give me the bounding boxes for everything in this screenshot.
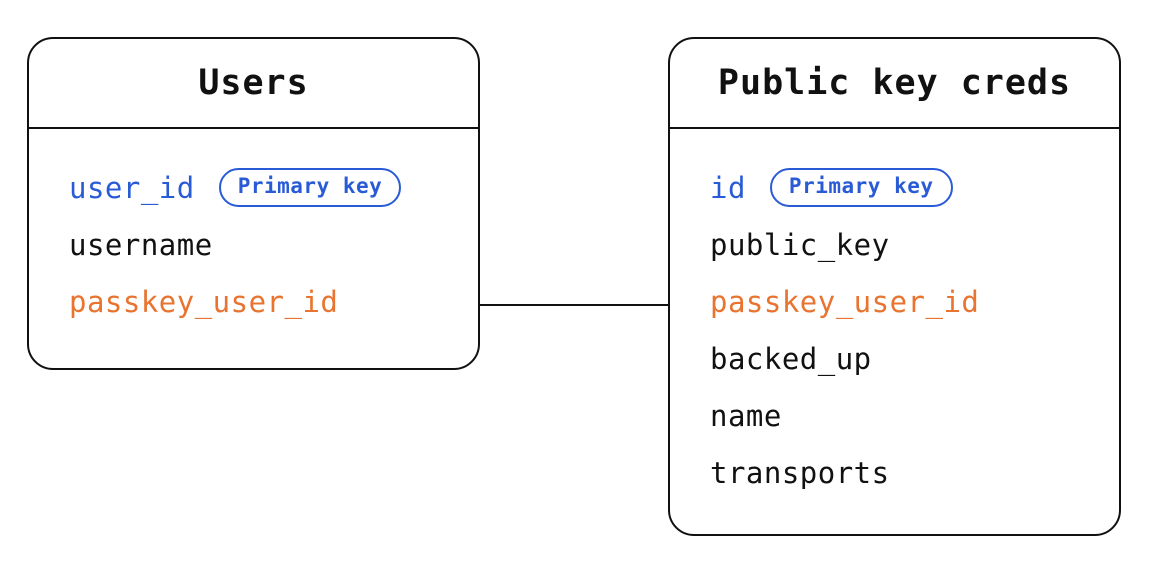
table-body: id Primary key public_key passkey_user_i… — [670, 129, 1119, 501]
field-name: public_key — [710, 227, 890, 262]
table-node-public-key-creds: Public key creds id Primary key public_k… — [668, 37, 1121, 536]
field-row: id Primary key — [670, 159, 1119, 216]
table-body: user_id Primary key username passkey_use… — [29, 129, 478, 330]
field-row: backed_up — [670, 330, 1119, 387]
field-row: passkey_user_id — [29, 273, 478, 330]
field-row: username — [29, 216, 478, 273]
primary-key-badge: Primary key — [769, 167, 953, 208]
field-name: name — [710, 398, 782, 433]
relationship-line — [480, 304, 668, 306]
field-row: passkey_user_id — [670, 273, 1119, 330]
field-name: transports — [710, 455, 890, 490]
field-name: passkey_user_id — [710, 284, 980, 319]
field-name: passkey_user_id — [69, 284, 339, 319]
table-title: Public key creds — [670, 39, 1119, 129]
field-row: public_key — [670, 216, 1119, 273]
field-name: id — [710, 170, 746, 205]
field-row: user_id Primary key — [29, 159, 478, 216]
field-row: name — [670, 387, 1119, 444]
table-node-users: Users user_id Primary key username passk… — [27, 37, 480, 370]
primary-key-badge: Primary key — [218, 167, 402, 208]
field-row: transports — [670, 444, 1119, 501]
table-title: Users — [29, 39, 478, 129]
field-name: backed_up — [710, 341, 872, 376]
field-name: username — [69, 227, 213, 262]
field-name: user_id — [69, 170, 195, 205]
